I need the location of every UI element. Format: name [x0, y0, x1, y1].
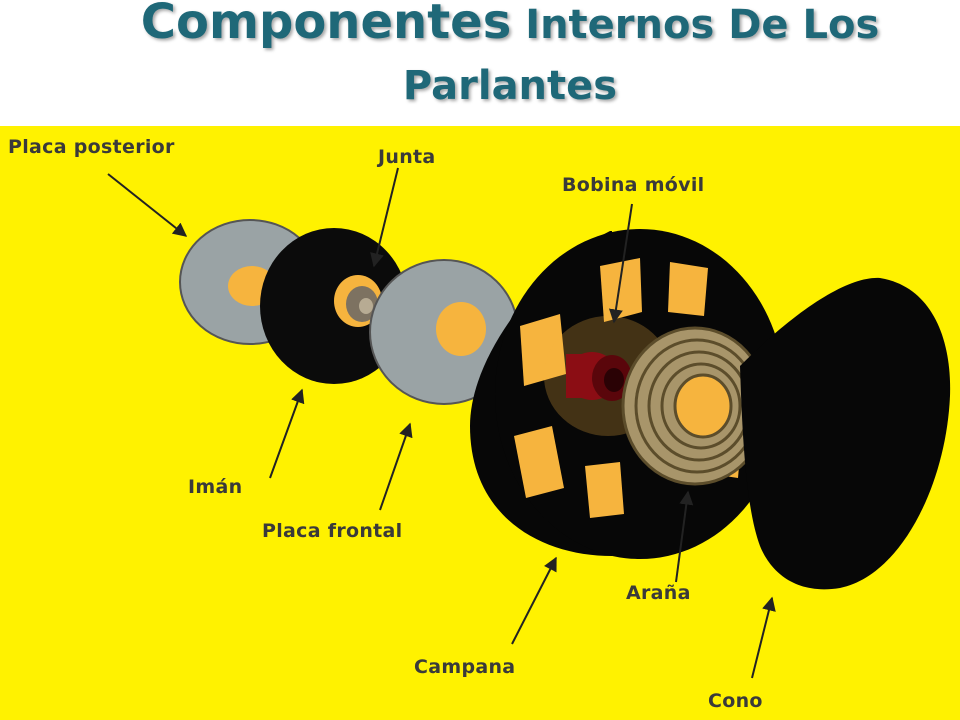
speaker-illustration [107, 167, 951, 679]
arrow-junta [370, 167, 399, 268]
arrow-placa-frontal [379, 422, 413, 511]
arrow-placa-posterior [107, 173, 188, 237]
arrow-campana [511, 556, 557, 645]
spider [621, 326, 769, 486]
title-part-1: Componentes [140, 0, 512, 50]
cone [740, 277, 951, 590]
label-junta: Junta [378, 146, 436, 168]
arrow-bobina-movil [608, 203, 633, 324]
label-cono: Cono [708, 690, 763, 712]
speaker-diagram: Placa posterior Junta Bobina móvil Imán … [0, 126, 960, 720]
title-part-2: Internos De Los [511, 2, 880, 48]
arrow-arana [675, 490, 694, 583]
label-bobina-movil: Bobina móvil [562, 174, 705, 196]
label-placa-frontal: Placa frontal [262, 520, 403, 542]
callout-arrows [107, 167, 776, 679]
slide-title: Componentes Internos De Los Parlantes [60, 0, 960, 120]
voice-coil [566, 352, 632, 401]
title-line-2: Parlantes [402, 63, 618, 109]
label-campana: Campana [414, 656, 516, 678]
arrow-iman [269, 388, 305, 479]
label-placa-posterior: Placa posterior [8, 136, 175, 158]
label-iman: Imán [188, 476, 243, 498]
label-arana: Araña [626, 582, 691, 604]
arrow-cono [751, 596, 776, 679]
